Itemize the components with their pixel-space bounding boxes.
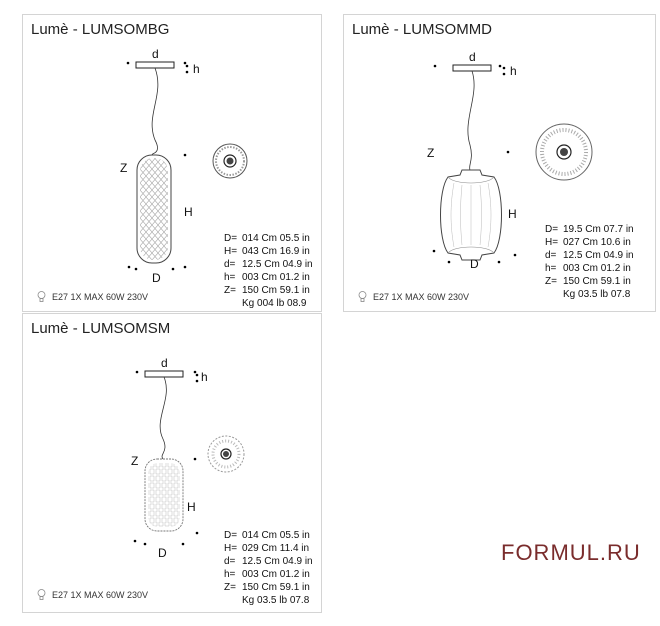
spec-row: D=014 Cm 05.5 in <box>224 530 310 541</box>
dim-label-z: Z <box>120 161 128 175</box>
dim-label-H: H <box>187 500 196 514</box>
spec-table: D=014 Cm 05.5 in H=029 Cm 11.4 in d=12.5… <box>224 529 313 607</box>
spec-row: d=12.5 Cm 04.9 in <box>224 259 313 270</box>
lamp-top-view <box>212 143 248 179</box>
lamp-drawing-tall <box>126 61 248 271</box>
dim-label-d: d <box>469 50 476 64</box>
spec-row: Kg 03.5 lb 07.8 <box>242 595 310 606</box>
dim-label-D: D <box>152 271 161 285</box>
bulb-icon <box>37 589 46 600</box>
spec-row: H=043 Cm 16.9 in <box>224 246 310 257</box>
spec-row: h=003 Cm 01.2 in <box>224 272 310 283</box>
lamp-top-view <box>535 123 593 181</box>
bulb-spec: E27 1X MAX 60W 230V <box>37 291 148 302</box>
spec-table: D=19.5 Cm 07.7 in H=027 Cm 10.6 in d=12.… <box>545 223 634 301</box>
product-panel-lumsombg: Lumè - LUMSOMBG <box>22 14 322 312</box>
product-panel-lumsommd: Lumè - LUMSOMMD d h Z H D D=19.5 Cm 07.7… <box>343 14 656 312</box>
spec-row: Kg 004 lb 08.9 <box>242 298 307 309</box>
lamp-body-medium <box>440 169 502 261</box>
lamp-top-view <box>207 435 245 473</box>
spec-row: h=003 Cm 01.2 in <box>545 263 631 274</box>
dim-label-d: d <box>152 47 159 61</box>
spec-row: Z=150 Cm 59.1 in <box>224 582 310 593</box>
bulb-spec: E27 1X MAX 60W 230V <box>37 589 148 600</box>
dim-label-H: H <box>508 207 517 221</box>
product-title: Lumè - LUMSOMMD <box>352 21 493 38</box>
dim-label-D: D <box>158 546 167 560</box>
spec-row: h=003 Cm 01.2 in <box>224 569 310 580</box>
product-title: Lumè - LUMSOMSM <box>31 320 171 337</box>
dim-label-z: Z <box>131 454 139 468</box>
bulb-spec: E27 1X MAX 60W 230V <box>358 291 469 302</box>
spec-row: H=029 Cm 11.4 in <box>224 543 310 554</box>
spec-row: d=12.5 Cm 04.9 in <box>545 250 634 261</box>
spec-row: Kg 03.5 lb 07.8 <box>563 289 631 300</box>
spec-table: D=014 Cm 05.5 in H=043 Cm 16.9 in d=12.5… <box>224 232 313 310</box>
lamp-body-tall <box>136 154 172 264</box>
spec-row: d=12.5 Cm 04.9 in <box>224 556 313 567</box>
dim-label-H: H <box>184 205 193 219</box>
brand-watermark: FORMUL.RU <box>501 540 641 565</box>
spec-row: D=014 Cm 05.5 in <box>224 233 310 244</box>
lamp-drawing-small <box>133 370 245 546</box>
spec-row: H=027 Cm 10.6 in <box>545 237 631 248</box>
lamp-drawing-medium <box>432 64 593 264</box>
product-panel-lumsomsm: Lumè - LUMSOMSM d h Z H D <box>22 313 322 613</box>
bulb-icon <box>37 291 46 302</box>
spec-row: Z=150 Cm 59.1 in <box>545 276 631 287</box>
dim-label-h: h <box>201 370 208 384</box>
dim-label-d: d <box>161 356 168 370</box>
bulb-icon <box>358 291 367 302</box>
spec-row: Z=150 Cm 59.1 in <box>224 285 310 296</box>
dim-label-z: Z <box>427 146 435 160</box>
dim-label-h: h <box>510 64 517 78</box>
dim-label-D: D <box>470 257 479 271</box>
dim-label-h: h <box>193 62 200 76</box>
product-title: Lumè - LUMSOMBG <box>31 21 170 38</box>
lamp-body-small <box>144 458 184 532</box>
spec-row: D=19.5 Cm 07.7 in <box>545 224 634 235</box>
